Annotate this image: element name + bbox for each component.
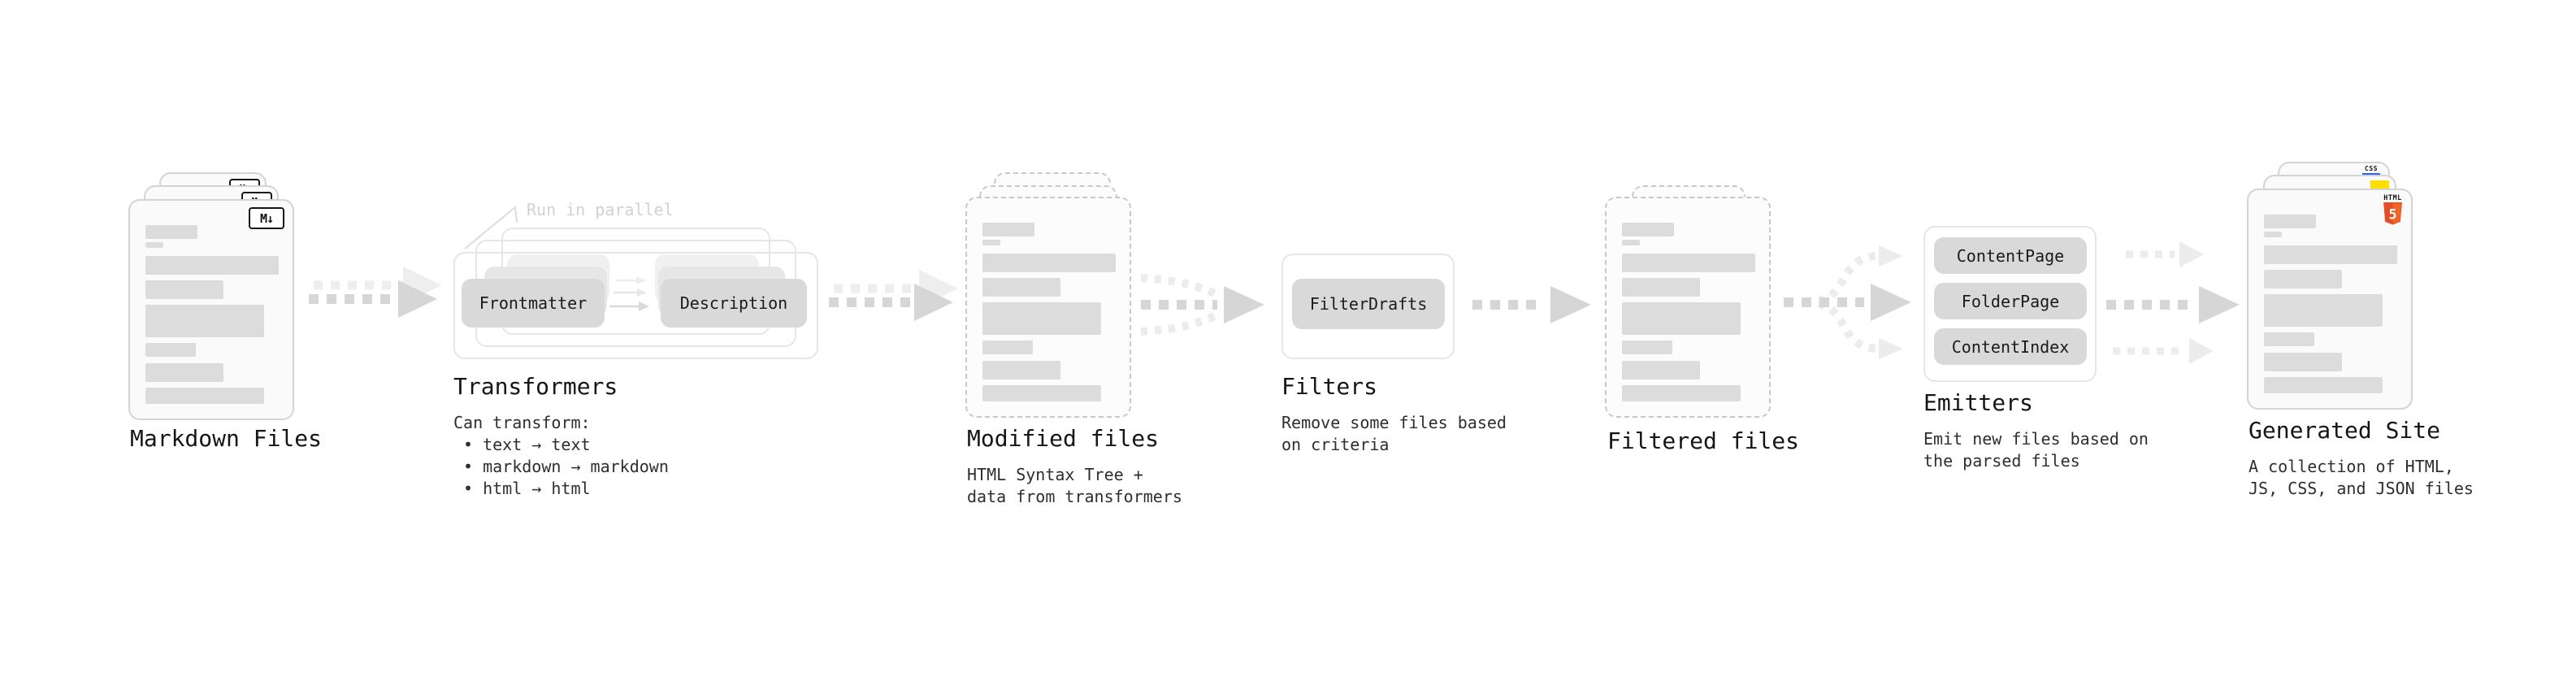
contentindex-pill-label: ContentIndex bbox=[1951, 336, 2070, 357]
generated-site-desc: A collection of HTML, JS, CSS, and JSON … bbox=[2249, 456, 2474, 500]
desc-line: HTML Syntax Tree + bbox=[967, 465, 1143, 484]
css-underline bbox=[2362, 173, 2380, 176]
arrow-transformers-to-modified bbox=[829, 270, 958, 321]
text-line-placeholder bbox=[1622, 240, 1640, 245]
contentpage-pill: ContentPage bbox=[1934, 237, 2087, 274]
html5-word: HTML bbox=[2383, 194, 2402, 202]
text-line-placeholder bbox=[145, 305, 264, 337]
text-line-placeholder bbox=[982, 302, 1101, 335]
frontmatter-pill-label: Frontmatter bbox=[479, 293, 588, 313]
text-line-placeholder bbox=[145, 242, 163, 248]
desc-line: • html → html bbox=[463, 479, 591, 498]
text-line-placeholder bbox=[145, 343, 196, 357]
text-line-placeholder bbox=[2264, 377, 2383, 393]
filters-label: Filters bbox=[1281, 373, 1378, 400]
filterdrafts-pill: FilterDrafts bbox=[1292, 279, 1445, 329]
arrow-emitters-to-generated bbox=[2106, 241, 2240, 364]
text-line-placeholder bbox=[1622, 278, 1700, 297]
html5-shield: 5 bbox=[2383, 202, 2402, 225]
description-pill: Description bbox=[661, 279, 807, 327]
svg-text:5: 5 bbox=[2389, 207, 2397, 223]
filterdrafts-pill-label: FilterDrafts bbox=[1309, 294, 1428, 314]
desc-line: • text → text bbox=[463, 435, 591, 454]
emitters-box bbox=[1923, 226, 2097, 382]
desc-line: on criteria bbox=[1281, 435, 1390, 454]
text-line-placeholder bbox=[1622, 254, 1755, 272]
arrow-markdown-to-transformers bbox=[309, 267, 442, 318]
text-line-placeholder bbox=[982, 223, 1034, 236]
emitters-desc: Emit new files based on the parsed files bbox=[1923, 428, 2149, 472]
text-line-placeholder bbox=[2264, 270, 2342, 288]
text-line-placeholder bbox=[982, 278, 1060, 297]
text-line-placeholder bbox=[1622, 223, 1674, 236]
file-content-placeholder bbox=[1607, 198, 1769, 416]
text-line-placeholder bbox=[982, 254, 1116, 272]
desc-line: • markdown → markdown bbox=[463, 457, 669, 476]
modified-files-desc: HTML Syntax Tree + data from transformer… bbox=[967, 464, 1182, 508]
text-line-placeholder bbox=[2264, 353, 2342, 371]
arrow-filtered-to-emitters bbox=[1784, 245, 1911, 359]
text-line-placeholder bbox=[145, 280, 223, 299]
html5-icon: HTML 5 bbox=[2382, 194, 2404, 228]
transformer-step-arrows bbox=[609, 276, 649, 311]
text-line-placeholder bbox=[1622, 385, 1741, 401]
markdown-file-card: M↓ bbox=[128, 199, 294, 420]
arrow-modified-to-filters bbox=[1140, 274, 1264, 336]
desc-line: Emit new files based on bbox=[1923, 429, 2149, 449]
filtered-files-label: Filtered files bbox=[1607, 427, 1800, 454]
filtered-file-card bbox=[1605, 197, 1771, 418]
transformer-layer-front bbox=[453, 252, 818, 359]
contentindex-pill: ContentIndex bbox=[1934, 328, 2087, 365]
css-label: CSS bbox=[2365, 165, 2378, 172]
description-pill-label: Description bbox=[679, 293, 788, 313]
desc-line: the parsed files bbox=[1923, 451, 2080, 471]
folderpage-pill: FolderPage bbox=[1934, 283, 2087, 319]
text-line-placeholder bbox=[982, 240, 1000, 245]
text-line-placeholder bbox=[145, 363, 223, 382]
arrow-filters-to-filtered bbox=[1472, 286, 1591, 323]
file-content-placeholder bbox=[2249, 190, 2411, 408]
emitters-label: Emitters bbox=[1923, 389, 2033, 416]
folderpage-pill-label: FolderPage bbox=[1961, 291, 2060, 311]
desc-line: Remove some files based bbox=[1281, 413, 1507, 432]
generated-site-label: Generated Site bbox=[2249, 417, 2441, 444]
text-line-placeholder bbox=[982, 361, 1060, 380]
text-line-placeholder bbox=[2264, 215, 2316, 228]
frontmatter-pill: Frontmatter bbox=[462, 279, 605, 327]
text-line-placeholder bbox=[2264, 332, 2314, 346]
run-in-parallel-leader-line bbox=[464, 206, 518, 249]
filters-box bbox=[1281, 254, 1455, 359]
desc-line: Can transform: bbox=[453, 413, 591, 432]
desc-line: A collection of HTML, bbox=[2249, 457, 2454, 476]
text-line-placeholder bbox=[982, 340, 1033, 354]
js-icon bbox=[2370, 180, 2389, 191]
contentpage-pill-label: ContentPage bbox=[1956, 245, 2065, 266]
desc-line: data from transformers bbox=[967, 487, 1182, 506]
markdown-icon: M↓ bbox=[249, 207, 284, 229]
generated-file-card: HTML 5 bbox=[2247, 189, 2413, 410]
text-line-placeholder bbox=[2264, 232, 2282, 237]
text-line-placeholder bbox=[2264, 294, 2383, 327]
css-icon: CSS bbox=[2362, 166, 2380, 176]
text-line-placeholder bbox=[2264, 245, 2397, 264]
text-line-placeholder bbox=[1622, 302, 1741, 335]
transformers-label: Transformers bbox=[453, 373, 618, 400]
text-line-placeholder bbox=[1622, 340, 1672, 354]
modified-file-card bbox=[965, 197, 1131, 418]
filters-desc: Remove some files based on criteria bbox=[1281, 412, 1507, 456]
text-line-placeholder bbox=[145, 388, 264, 404]
modified-files-label: Modified files bbox=[967, 425, 1160, 452]
text-line-placeholder bbox=[1622, 361, 1700, 380]
text-line-placeholder bbox=[145, 225, 197, 239]
desc-line: JS, CSS, and JSON files bbox=[2249, 479, 2474, 498]
text-line-placeholder bbox=[982, 385, 1101, 401]
run-in-parallel-annotation: Run in parallel bbox=[527, 200, 674, 219]
file-content-placeholder bbox=[130, 201, 293, 419]
text-line-placeholder bbox=[145, 256, 279, 275]
transformers-desc: Can transform: • text → text • markdown … bbox=[453, 412, 669, 500]
file-content-placeholder bbox=[967, 198, 1130, 416]
markdown-files-label: Markdown Files bbox=[130, 425, 323, 452]
